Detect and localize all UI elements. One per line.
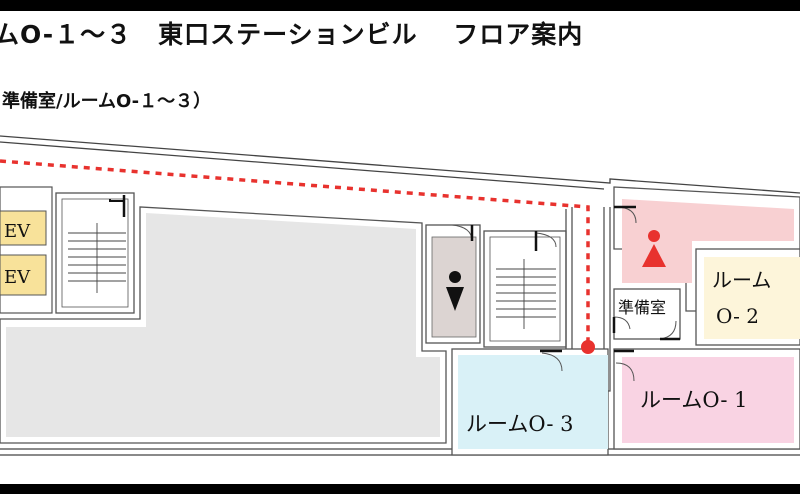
elevator-lower [0, 254, 47, 296]
prep-room-label: 準備室 [618, 298, 666, 317]
room-o2-label-line2: O- 2 [716, 304, 759, 328]
elevator-area: EV EV [0, 186, 53, 314]
elevator-upper [0, 210, 47, 246]
stairwell-left [55, 192, 135, 314]
page-title: ムO-１～３ 東口ステーションビル フロア案内 [0, 20, 584, 49]
room-o2: ルーム O- 2 [695, 248, 800, 346]
prep-room: 準備室 [612, 288, 681, 341]
room-o3: ルームO- 3 [451, 348, 609, 456]
room-o3-label: ルームO- 3 [466, 412, 574, 436]
room-o2-label-line1: ルーム [712, 268, 771, 292]
ev-lower-label: EV [4, 267, 31, 288]
floor-map: ムO-１～３ 東口ステーションビル フロア案内 準備室/ルームO-１～３） EV… [0, 11, 800, 484]
stairwell-center [483, 230, 567, 348]
female-person-icon [642, 230, 666, 267]
room-o1-label: ルームO- 1 [640, 388, 748, 412]
route-path [0, 159, 595, 354]
ev-upper-label: EV [4, 221, 31, 242]
room-o1: ルームO- 1 [613, 348, 800, 450]
page-subtitle: 準備室/ルームO-１～３） [2, 91, 212, 112]
main-hall [0, 206, 447, 444]
floor-plan: EV EV [0, 135, 800, 456]
destination-marker [581, 340, 595, 354]
male-person-icon [446, 271, 464, 311]
mens-restroom [425, 224, 481, 344]
